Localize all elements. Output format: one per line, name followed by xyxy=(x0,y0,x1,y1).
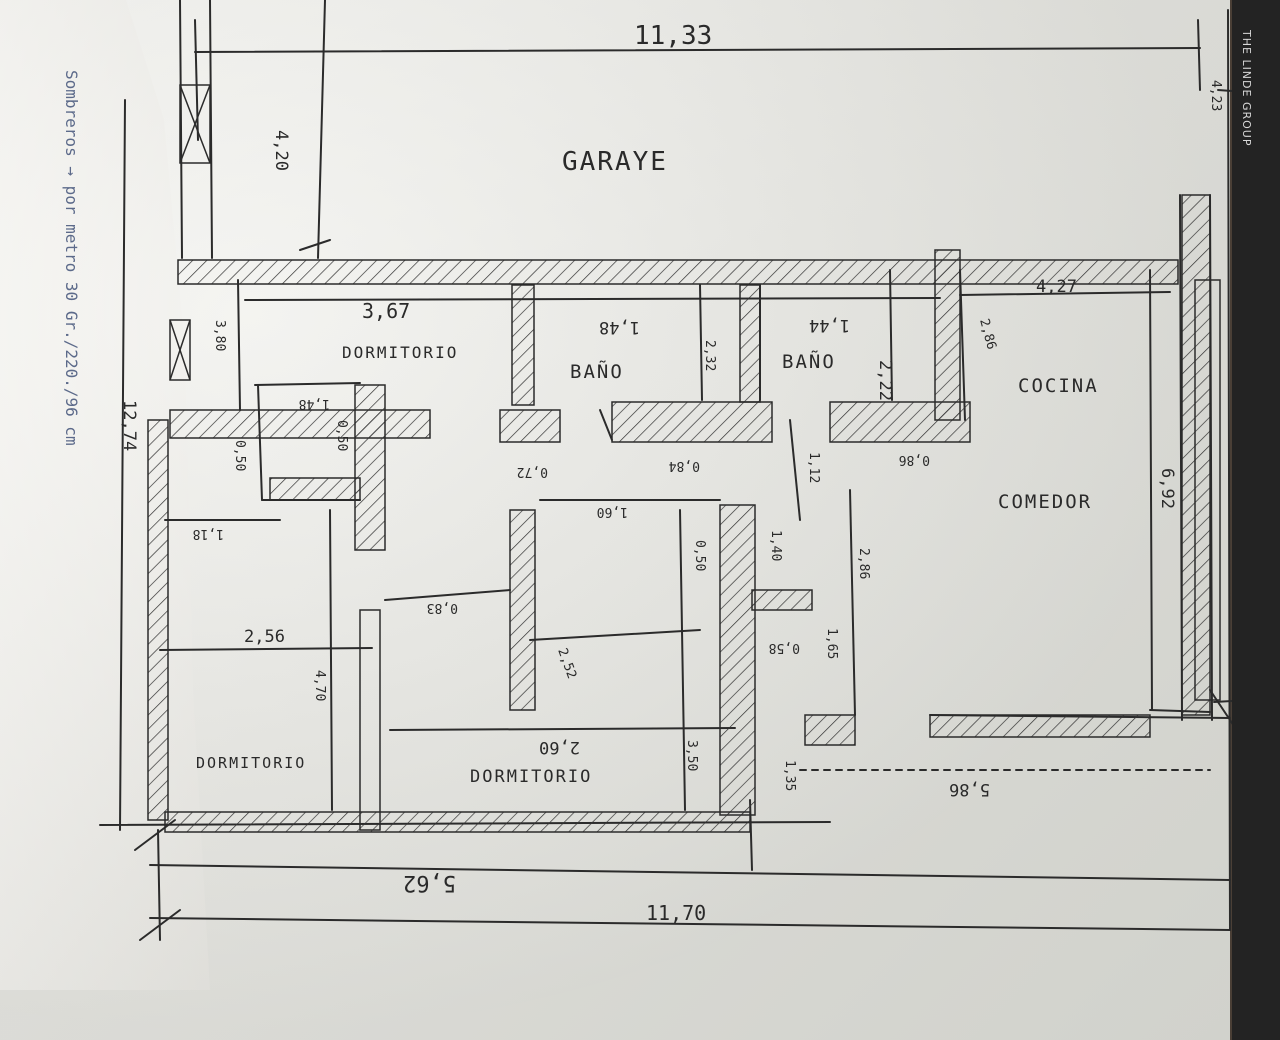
dim-hall-depth: 0,50 xyxy=(692,540,707,571)
dim-bed-left-width: 2,56 xyxy=(244,627,285,647)
dim-bedroom-width: 3,67 xyxy=(362,299,410,323)
dim-bedroom-depth: 3,80 xyxy=(212,320,227,351)
room-bath-1-label: BAÑO xyxy=(570,360,624,383)
dim-hall-side: 1,12 xyxy=(806,452,821,483)
dim-kitchen-width: 4,27 xyxy=(1036,277,1077,297)
dim-bath1-width: 1,48 xyxy=(599,317,640,337)
dim-total-depth: 12,74 xyxy=(119,400,139,451)
brand-text: THE LINDE GROUP xyxy=(1240,30,1253,147)
floor-plan-drawing: Sombreros → por metro 30 Gr./220./96 cm … xyxy=(62,0,1232,941)
dim-hall-w1: 1,18 xyxy=(193,526,224,541)
dim-post-c: 1,35 xyxy=(782,760,797,791)
dim-diag-a: 2,86 xyxy=(856,548,871,579)
room-bedroom-top-label: DORMITORIO xyxy=(342,343,458,362)
dim-closet-side: 0,50 xyxy=(334,420,349,451)
dim-door-a: 0,72 xyxy=(517,464,548,479)
room-bath-2-label: BAÑO xyxy=(782,350,836,373)
dim-bed-mid-width: 2,60 xyxy=(539,737,580,757)
dim-bottom-b: 11,70 xyxy=(646,901,706,925)
dim-door-b: 0,84 xyxy=(669,458,700,473)
dim-dining-depth: 6,92 xyxy=(1157,468,1177,509)
dim-closet-width: 1,48 xyxy=(299,396,330,411)
dim-dining-width: 5,86 xyxy=(949,779,990,799)
dimension-labels: 11,33 4,20 4,23 3,67 3,80 1,48 2,32 1,44… xyxy=(119,21,1223,925)
plan-lines xyxy=(99,0,1232,941)
room-kitchen-label: COCINA xyxy=(1018,375,1099,397)
dim-closet-b: 1,40 xyxy=(768,530,783,561)
dim-post-b: 1,65 xyxy=(824,628,839,659)
dim-bed-mid-depth: 3,50 xyxy=(684,740,699,771)
dim-corner-top-right: 4,23 xyxy=(1208,80,1223,111)
dim-bath1-depth: 2,32 xyxy=(702,340,717,371)
dim-small-a: 2,52 xyxy=(554,646,579,681)
room-garage-label: GARAYE xyxy=(562,147,668,177)
room-bedroom-mid-label: DORMITORIO xyxy=(470,767,592,787)
brand-strip xyxy=(1232,0,1280,1040)
dim-top-width: 11,33 xyxy=(634,21,712,51)
dim-hall-width: 1,60 xyxy=(597,504,628,519)
dim-bath2-depth: 2,22 xyxy=(875,360,895,401)
dim-kitchen-depth: 2,86 xyxy=(976,317,999,351)
dim-door-d: 0,83 xyxy=(427,600,458,615)
dim-door-c: 0,86 xyxy=(899,452,930,467)
side-note: Sombreros → por metro 30 Gr./220./96 cm xyxy=(62,70,81,446)
dim-bath2-width: 1,44 xyxy=(809,315,850,335)
dim-bed-left-depth: 4,70 xyxy=(312,670,327,701)
room-dining-label: COMEDOR xyxy=(998,491,1092,513)
dim-post-a: 0,58 xyxy=(769,640,800,655)
dim-closet-depth: 0,50 xyxy=(232,440,247,471)
dim-garage-depth: 4,20 xyxy=(271,130,291,171)
room-labels: GARAYE DORMITORIO BAÑO BAÑO COCINA COMED… xyxy=(196,147,1099,787)
hatched-walls xyxy=(147,84,1221,833)
room-bedroom-left-label: DORMITORIO xyxy=(196,754,306,772)
dim-bottom-a: 5,62 xyxy=(403,870,456,895)
